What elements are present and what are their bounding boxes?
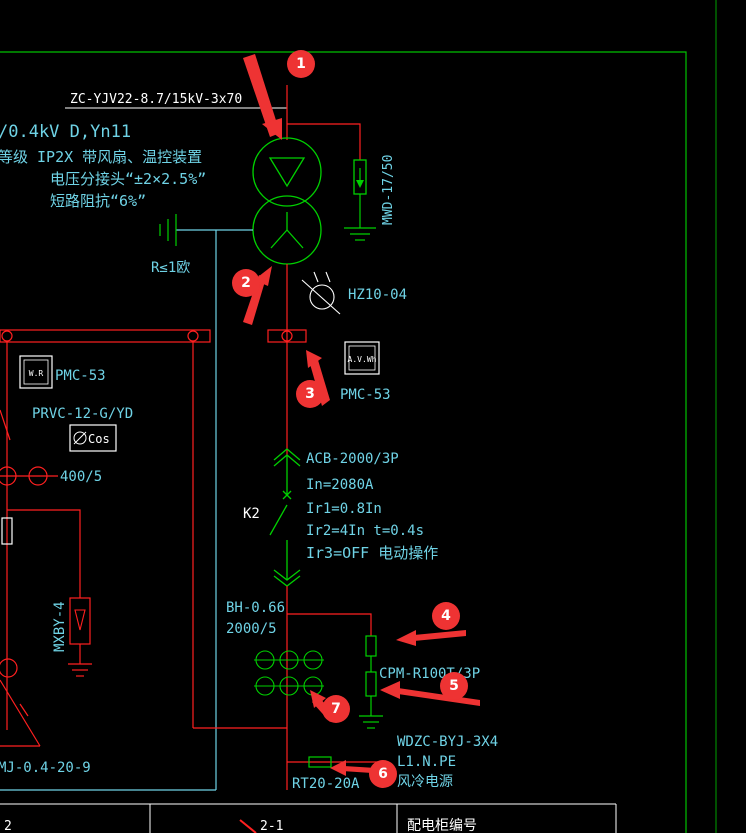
surge-protector-left — [69, 597, 91, 645]
drawing-frame — [0, 51, 687, 833]
callout-arrow-1 — [243, 54, 280, 137]
ground-resistance-label: R≤1欧 — [151, 260, 190, 276]
transformer-note-3: 短路阻抗“6%” — [50, 192, 146, 210]
callout-4 — [432, 602, 460, 630]
callout-arrow-6 — [342, 766, 376, 773]
transformer-note-1: 等级 IP2X 带风扇、温控装置 — [0, 148, 202, 166]
capacitor-controller-label: PRVC-12-G/YD — [32, 406, 133, 422]
ground-symbol — [344, 227, 376, 241]
meter-right-label: PMC-53 — [340, 387, 391, 403]
fuse-label: RT20-20A — [292, 776, 360, 792]
svg-text:3: 3 — [305, 386, 315, 402]
voltage-label: /0.4kV D,Yn11 — [0, 122, 131, 142]
svg-text:1: 1 — [296, 56, 306, 72]
svg-text:6: 6 — [378, 766, 388, 782]
breaker-ir2: Ir2=4In t=0.4s — [306, 523, 424, 539]
callout-arrow-4 — [414, 630, 466, 641]
callout-1 — [287, 50, 315, 78]
annotation-layer: 1 2 3 4 5 6 7 — [232, 50, 480, 788]
bottom-table — [0, 803, 617, 833]
meter-left-label: PMC-53 — [55, 368, 106, 384]
table-cell-3: 配电柜编号 — [407, 818, 477, 833]
callout-7 — [322, 695, 350, 723]
transformer-symbol — [252, 137, 322, 265]
temp-controller-symbol — [301, 271, 341, 315]
ct-main-label-1: BH-0.66 — [226, 600, 285, 616]
neutral-ground-symbol — [159, 214, 177, 246]
temp-controller-label: HZ10-04 — [348, 287, 407, 303]
meter-box-right — [344, 341, 380, 375]
transformer-note-2: 电压分接头“±2×2.5%” — [50, 170, 206, 188]
table-cell-1: 2 — [4, 819, 12, 833]
callout-arrow-2 — [243, 275, 266, 325]
callout-5 — [440, 672, 468, 700]
callout-3 — [296, 380, 324, 408]
acb-breaker-symbol — [269, 448, 301, 587]
arrester-label: MWD-17/50 — [381, 155, 396, 225]
breaker-label: ACB-2000/3P — [306, 451, 399, 467]
capacitor-bank-left — [0, 658, 41, 747]
svg-text:Cos: Cos — [88, 432, 110, 446]
callout-2 — [232, 269, 260, 297]
fan-cable-3: 风冷电源 — [397, 774, 453, 790]
spd-fuse — [365, 635, 377, 657]
current-transformer-group — [254, 650, 324, 696]
callout-arrow-5 — [398, 688, 480, 706]
table-cell-2: 2-1 — [260, 819, 283, 833]
svg-text:2: 2 — [241, 275, 251, 291]
svg-text:5: 5 — [449, 678, 459, 694]
svg-text:7: 7 — [331, 701, 341, 717]
ct-main-label-2: 2000/5 — [226, 621, 277, 637]
ct-left-label: 400/5 — [60, 469, 102, 485]
callout-6 — [369, 760, 397, 788]
meter-box-left — [19, 355, 53, 389]
callout-arrow-3 — [310, 360, 330, 406]
capacitor-left-label: MJ-0.4-20-9 — [0, 760, 91, 776]
fuse-symbol — [308, 756, 332, 768]
spd-symbol — [365, 671, 377, 697]
svg-text:4: 4 — [441, 608, 451, 624]
breaker-ir3: Ir3=OFF 电动操作 — [306, 544, 438, 562]
svg-text:A.V.Wh: A.V.Wh — [348, 355, 377, 364]
fan-cable-1: WDZC-BYJ-3X4 — [397, 734, 498, 750]
cable-spec-label: ZC-YJV22-8.7/15kV-3x70 — [70, 92, 242, 107]
fan-cable-2: L1.N.PE — [397, 754, 456, 770]
svg-text:W.R: W.R — [29, 369, 44, 378]
cos-box — [69, 424, 117, 452]
breaker-in: In=2080A — [306, 477, 374, 493]
surge-left-label: MXBY-4 — [52, 601, 68, 652]
left-busbar — [0, 329, 211, 343]
k2-label: K2 — [243, 506, 260, 522]
breaker-ir1: Ir1=0.8In — [306, 501, 382, 517]
